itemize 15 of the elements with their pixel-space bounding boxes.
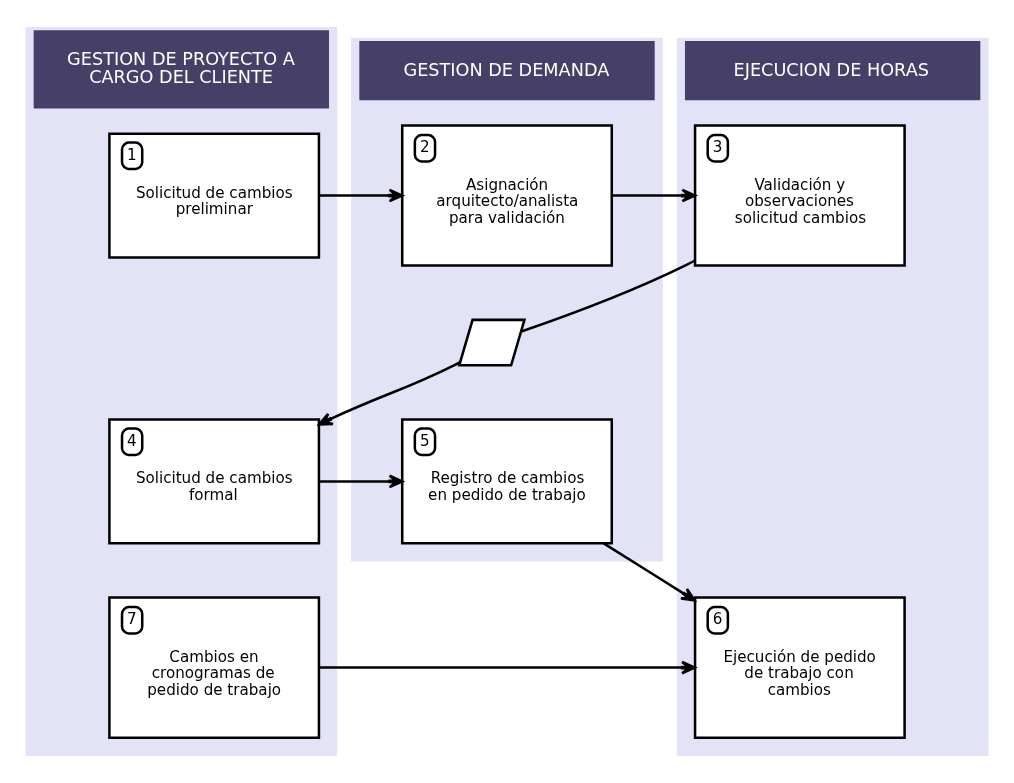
arrow bbox=[319, 660, 696, 675]
arrow bbox=[612, 188, 697, 203]
node-box: 7 Cambios en cronogramas de pedido de trabajo bbox=[108, 596, 321, 739]
connector bbox=[520, 259, 696, 333]
arrow bbox=[319, 188, 404, 203]
node-box: 3 Validación y observaciones solicitud cambios bbox=[693, 124, 906, 267]
arrow bbox=[317, 361, 461, 426]
node-box: 4 Solicitud de cambios formal bbox=[108, 418, 321, 545]
arrow bbox=[603, 542, 696, 602]
node-box: 1 Solicitud de cambios preliminar bbox=[108, 132, 321, 259]
node-box: 6 Ejecución de pedido de trabajo con cambios bbox=[693, 596, 906, 739]
node-parallelogram bbox=[457, 318, 527, 367]
node-box: 5 Registro de cambios en pedido de trabajo bbox=[401, 418, 613, 545]
node-box: 2 Asignación arquitecto/analista para validación bbox=[401, 124, 613, 267]
arrow bbox=[319, 474, 404, 489]
